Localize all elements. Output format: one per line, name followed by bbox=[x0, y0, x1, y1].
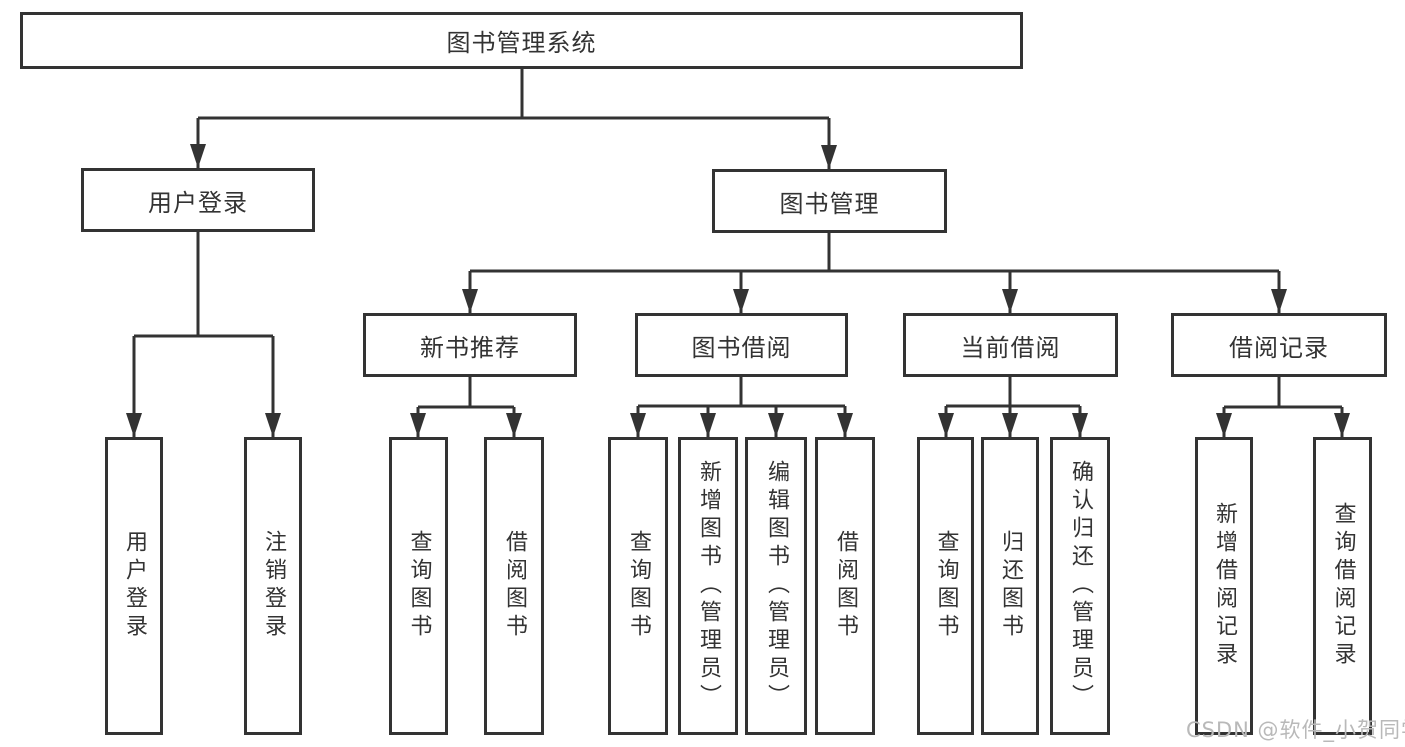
node-current-borrowing-label: 当前借阅 bbox=[960, 333, 1061, 362]
leaf-confirm-return-admin-label: 确认归还（管理员） bbox=[1068, 460, 1093, 712]
arrowheads bbox=[126, 144, 1350, 437]
node-new-book-recommend-label: 新书推荐 bbox=[420, 333, 520, 362]
node-book-management: 图书管理 bbox=[712, 169, 947, 233]
leaf-query-books-recommend-label: 查询图书 bbox=[406, 530, 432, 642]
leaf-query-borrow-record-label: 查询借阅记录 bbox=[1330, 502, 1356, 670]
leaf-user-login-label: 用户登录 bbox=[122, 530, 147, 642]
leaf-borrow-books-recommend: 借阅图书 bbox=[484, 437, 544, 735]
leaf-return-books: 归还图书 bbox=[981, 437, 1039, 735]
node-root: 图书管理系统 bbox=[20, 12, 1023, 69]
leaf-edit-books-admin: 编辑图书（管理员） bbox=[745, 437, 807, 735]
tree-edges bbox=[132, 69, 1344, 437]
leaf-borrow-books-recommend-label: 借阅图书 bbox=[502, 530, 527, 642]
node-book-borrowing-label: 图书借阅 bbox=[691, 333, 792, 362]
leaf-query-books-recommend: 查询图书 bbox=[389, 437, 448, 735]
leaf-query-borrow-record: 查询借阅记录 bbox=[1313, 437, 1372, 735]
node-root-label: 图书管理系统 bbox=[446, 29, 597, 57]
node-current-borrowing: 当前借阅 bbox=[903, 313, 1118, 377]
leaf-user-login: 用户登录 bbox=[105, 437, 163, 735]
leaf-add-books-admin: 新增图书（管理员） bbox=[678, 437, 738, 735]
node-borrowing-records: 借阅记录 bbox=[1171, 313, 1387, 377]
leaf-query-books-current-label: 查询图书 bbox=[933, 530, 959, 642]
watermark: CSDN @软件_小贺同学 bbox=[1186, 718, 1405, 742]
leaf-query-books-current: 查询图书 bbox=[917, 437, 974, 735]
leaf-query-books-borrowing-label: 查询图书 bbox=[626, 530, 651, 642]
leaf-logout-label: 注销登录 bbox=[261, 530, 286, 642]
leaf-edit-books-admin-label: 编辑图书（管理员） bbox=[764, 460, 789, 712]
leaf-query-books-borrowing: 查询图书 bbox=[608, 437, 668, 735]
node-new-book-recommend: 新书推荐 bbox=[363, 313, 577, 377]
node-borrowing-records-label: 借阅记录 bbox=[1229, 333, 1329, 362]
leaf-borrow-books-borrowing-label: 借阅图书 bbox=[833, 530, 858, 642]
leaf-add-borrow-record: 新增借阅记录 bbox=[1195, 437, 1253, 735]
node-book-management-label: 图书管理 bbox=[779, 189, 880, 218]
node-user-login-label: 用户登录 bbox=[148, 188, 248, 217]
leaf-confirm-return-admin: 确认归还（管理员） bbox=[1050, 437, 1110, 735]
leaf-add-books-admin-label: 新增图书（管理员） bbox=[696, 460, 721, 712]
node-user-login: 用户登录 bbox=[81, 168, 315, 232]
leaf-add-borrow-record-label: 新增借阅记录 bbox=[1212, 502, 1237, 670]
leaf-logout: 注销登录 bbox=[244, 437, 302, 735]
leaf-return-books-label: 归还图书 bbox=[998, 530, 1023, 642]
leaf-borrow-books-borrowing: 借阅图书 bbox=[815, 437, 875, 735]
node-book-borrowing: 图书借阅 bbox=[635, 313, 848, 377]
